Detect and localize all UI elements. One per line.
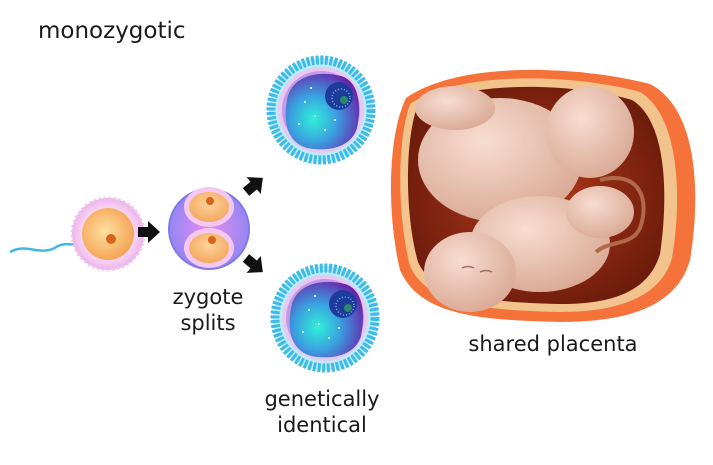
diagram-title: monozygotic (38, 18, 186, 44)
zygote-label-line2: splits (180, 311, 236, 335)
embryo-icon-bottom (273, 266, 377, 370)
zygote-label-line1: zygote (172, 285, 244, 309)
egg-cell-icon (70, 196, 146, 272)
zygote-splits-label: zygote splits (160, 284, 256, 336)
genetic-label-line2: identical (277, 413, 367, 437)
arrow-down-right-icon (238, 249, 270, 281)
womb-twins-illustration (390, 69, 696, 322)
zygote-icon (168, 187, 250, 270)
arrow-up-right-icon (238, 169, 270, 201)
genetically-identical-label: genetically identical (254, 386, 390, 438)
shared-placenta-label: shared placenta (468, 332, 638, 356)
embryo-icon-top (269, 58, 373, 162)
genetic-label-line1: genetically (264, 387, 380, 411)
